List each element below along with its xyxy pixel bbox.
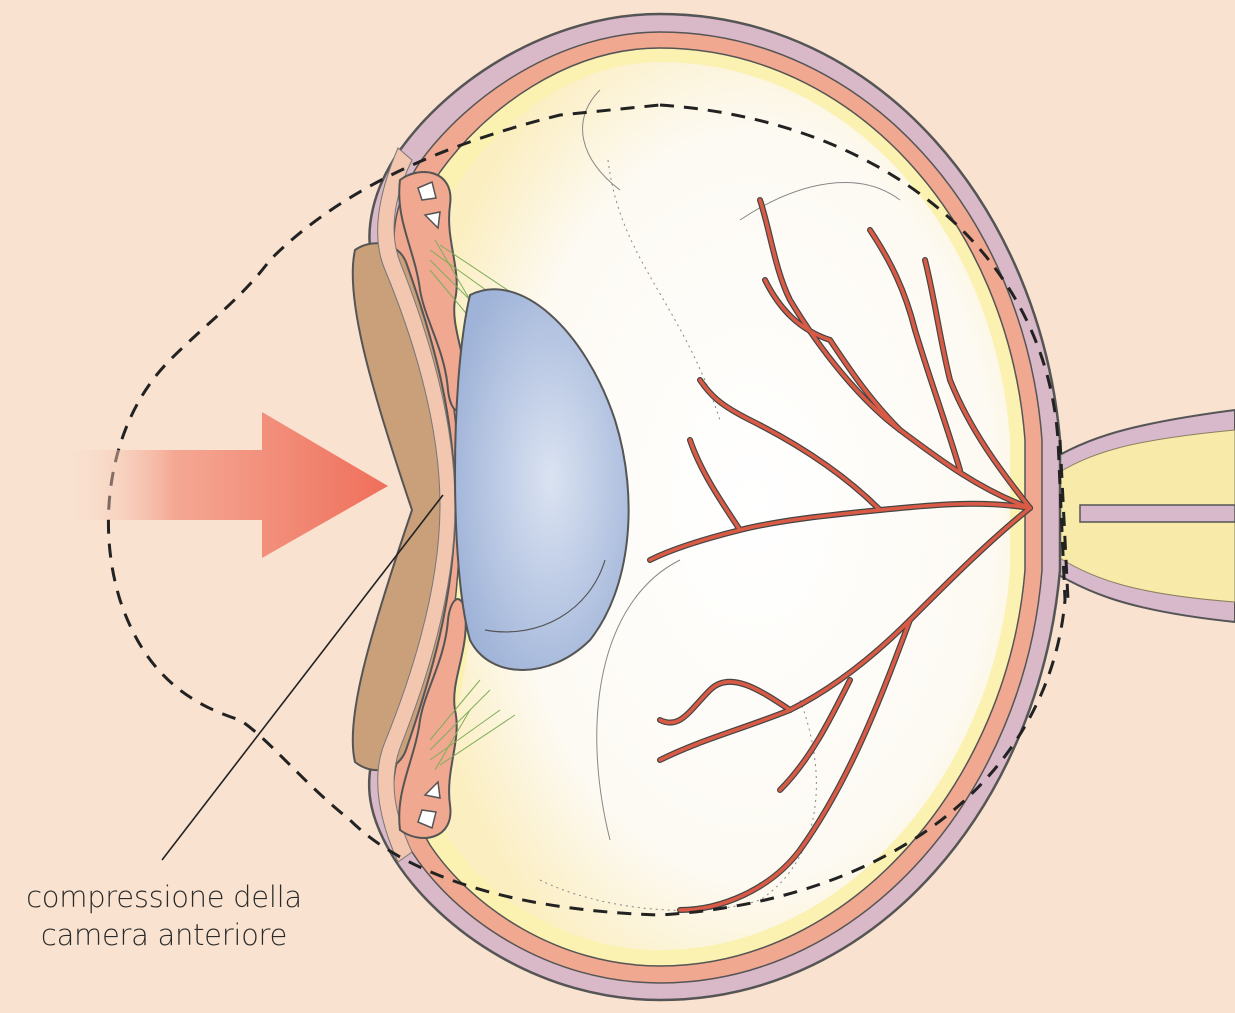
compression-arrow (60, 412, 388, 558)
annotation-line-1: compressione della (14, 878, 314, 916)
annotation-label: compressione della camera anteriore (14, 878, 314, 954)
annotation-line-2: camera anteriore (14, 916, 314, 954)
